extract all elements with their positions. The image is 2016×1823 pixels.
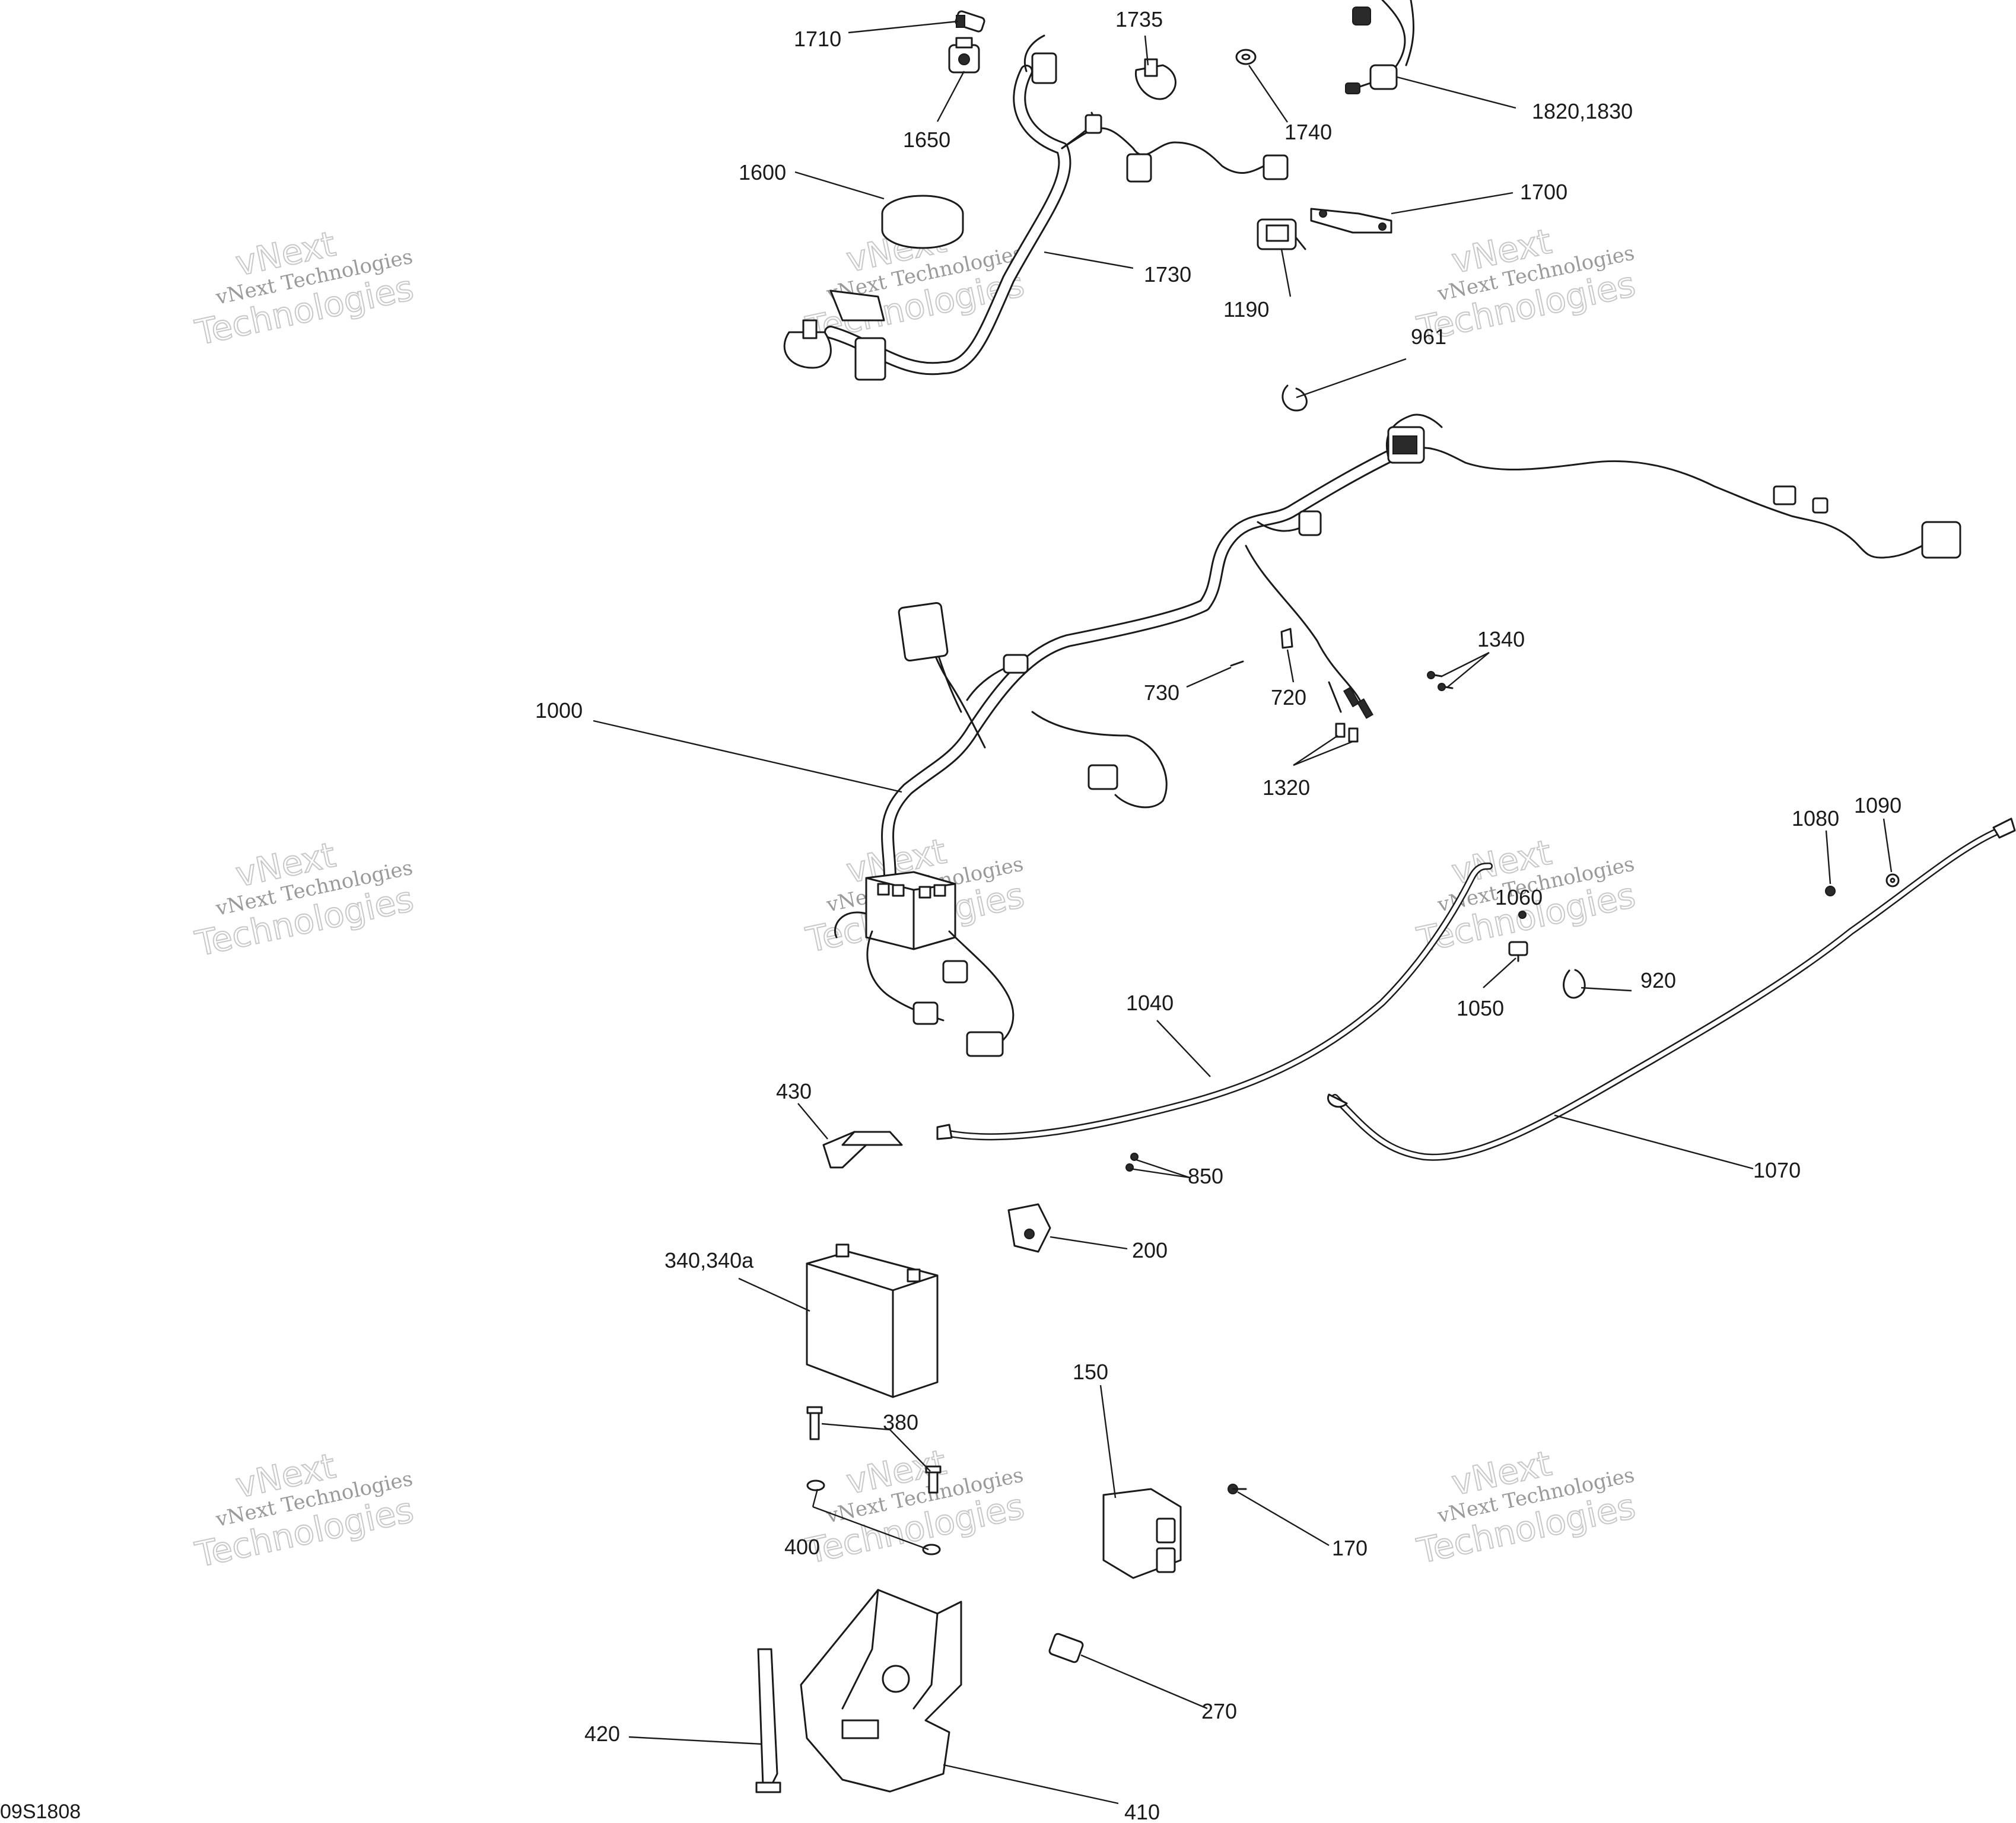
callout-170: 170 (1332, 1536, 1368, 1560)
part-200-relay (1007, 1203, 1051, 1253)
part-1060-nut (1518, 911, 1527, 919)
figure-code: 09S1808 (0, 1800, 81, 1823)
callout-920: 920 (1640, 968, 1676, 992)
callout-410: 410 (1124, 1800, 1160, 1823)
callout-1050: 1050 (1457, 996, 1504, 1020)
part-1070-cable (1327, 817, 2016, 1161)
callout-1320: 1320 (1263, 775, 1310, 800)
part-1080-nut (1825, 886, 1836, 896)
leader-lines (593, 20, 1893, 1805)
part-420-strap (755, 1648, 781, 1793)
part-1340-screws (1427, 671, 1454, 691)
part-170-screw (1228, 1484, 1247, 1494)
callout-1730: 1730 (1144, 262, 1191, 287)
callout-1190: 1190 (1223, 297, 1269, 322)
callout-1080: 1080 (1792, 806, 1839, 831)
part-1740-washer (1235, 49, 1257, 65)
callout-1070: 1070 (1753, 1158, 1801, 1182)
callout-1820-1830: 1820,1830 (1532, 99, 1633, 123)
part-1090-washer (1885, 873, 1900, 887)
part-1050-bolt (1508, 941, 1528, 962)
part-430-bracket (822, 1131, 903, 1169)
callout-1040: 1040 (1126, 991, 1174, 1015)
part-1735-sensor (1135, 58, 1176, 100)
part-920-clip (1563, 969, 1586, 999)
part-1730-harness (783, 34, 1289, 381)
callout-1710: 1710 (794, 27, 841, 51)
part-400-washers (806, 1480, 941, 1555)
watermark-bottom-right: vNext vNext Technologies Technologies (1413, 1442, 1640, 1571)
callout-340-340a: 340,340a (664, 1248, 754, 1272)
part-150-regulator (1102, 1488, 1182, 1579)
callout-380: 380 (883, 1410, 918, 1434)
part-380-bolts (806, 1406, 942, 1494)
callout-270: 270 (1201, 1699, 1237, 1723)
part-1820-1830-cable (1345, 0, 1414, 94)
part-720-clip (1280, 628, 1293, 649)
callout-1060: 1060 (1495, 885, 1543, 909)
part-730-fastener (1230, 660, 1244, 667)
callout-1000: 1000 (535, 698, 583, 723)
part-1000-main-harness (834, 413, 1961, 1057)
watermark-mid-left: vNext vNext Technologies Technologies (191, 834, 418, 965)
part-1710-connector (955, 10, 985, 33)
part-1700-sensor (1310, 208, 1392, 234)
callout-1090: 1090 (1854, 793, 1901, 817)
callout-150: 150 (1073, 1360, 1108, 1384)
watermark-bottom-left: vNext vNext Technologies Technologies (191, 1445, 418, 1576)
callout-1650: 1650 (903, 128, 950, 152)
callout-400: 400 (784, 1535, 820, 1559)
callout-1735: 1735 (1115, 7, 1163, 31)
watermark-top-left: vNext vNext Technologies Technologies (191, 223, 418, 354)
callout-1740: 1740 (1284, 120, 1332, 144)
part-961-clip (1282, 384, 1308, 412)
callout-961: 961 (1411, 324, 1446, 349)
part-1600-ring (881, 195, 964, 249)
part-1650-switch (948, 37, 980, 74)
callout-850: 850 (1188, 1164, 1223, 1188)
callout-420: 420 (584, 1722, 620, 1746)
part-270-connector (1048, 1633, 1084, 1663)
watermark-bottom-center: vNext vNext Technologies Technologies (802, 1441, 1029, 1571)
callout-430: 430 (776, 1079, 812, 1103)
callout-730: 730 (1144, 680, 1179, 705)
callout-1700: 1700 (1520, 180, 1567, 204)
callout-720: 720 (1271, 685, 1306, 710)
part-1040-cable (936, 863, 1493, 1141)
part-410-tray (800, 1589, 962, 1793)
part-850-screws (1125, 1153, 1139, 1172)
callout-1600: 1600 (739, 160, 786, 184)
part-1190-connector (1257, 218, 1306, 250)
callout-200: 200 (1132, 1238, 1168, 1262)
callout-1340: 1340 (1477, 627, 1525, 651)
part-340-battery (806, 1243, 939, 1398)
part-1320-terminals (1335, 723, 1359, 743)
